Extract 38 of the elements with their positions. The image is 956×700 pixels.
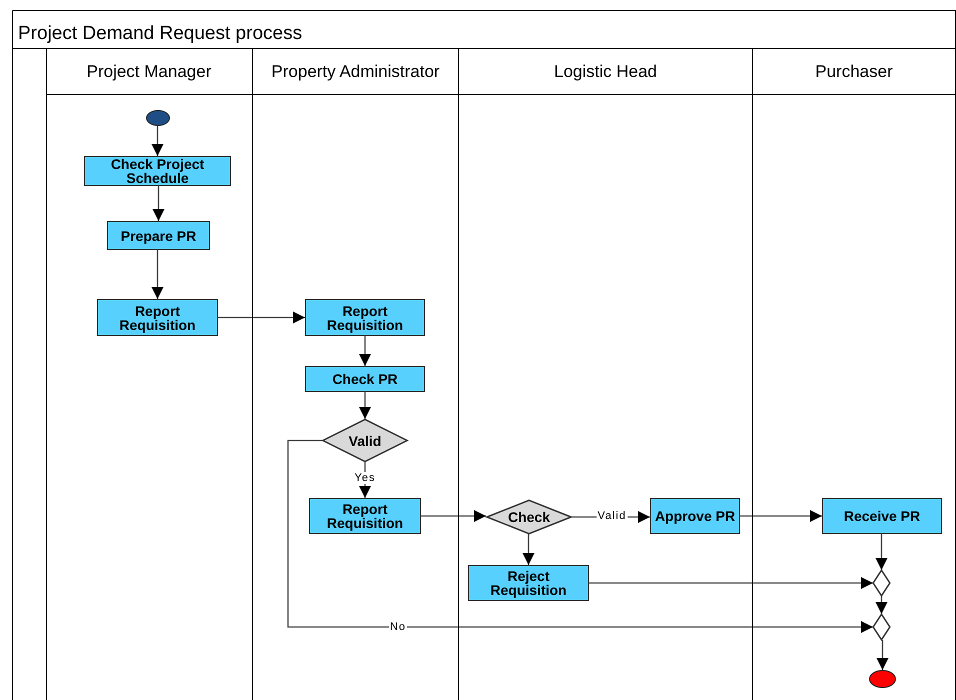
task-box: Reject Requisition — [468, 565, 589, 601]
arrow — [359, 462, 371, 498]
arrow — [876, 640, 888, 670]
task-box: Prepare PR — [107, 221, 210, 250]
decision-diamond: Check — [486, 500, 572, 534]
task-box: Check PR — [305, 366, 425, 392]
edge-label: Valid — [596, 510, 628, 522]
edge-label: Yes — [354, 472, 376, 484]
task-box: Report Requisition — [309, 498, 421, 534]
pool-title: Project Demand Request process — [18, 24, 302, 44]
merge-diamond — [873, 570, 890, 596]
arrow — [152, 186, 164, 221]
arrow — [876, 596, 888, 614]
lane-header: Logistic Head — [459, 48, 752, 95]
task-box: Report Requisition — [305, 299, 425, 336]
arrow — [152, 250, 164, 299]
task-box: Report Requisition — [97, 299, 218, 336]
arrow — [359, 392, 371, 419]
arrow — [522, 534, 534, 565]
arrow — [589, 577, 873, 589]
arrow — [218, 312, 305, 324]
lane-header: Property Administrator — [253, 48, 458, 95]
task-box: Check Project Schedule — [84, 156, 231, 186]
arrow — [421, 510, 486, 522]
lane-header: Project Manager — [46, 48, 252, 95]
arrow — [359, 336, 371, 366]
arrow — [740, 510, 822, 522]
arrow — [876, 534, 888, 570]
task-box: Receive PR — [822, 498, 942, 534]
start-node — [146, 110, 170, 126]
arrow — [152, 126, 164, 156]
edge-label: No — [388, 621, 408, 633]
decision-diamond: Valid — [322, 419, 408, 462]
merge-diamond — [873, 614, 890, 640]
task-box: Approve PR — [650, 498, 740, 534]
lane-header: Purchaser — [753, 48, 955, 95]
arrow — [287, 440, 873, 633]
end-node — [869, 670, 896, 688]
